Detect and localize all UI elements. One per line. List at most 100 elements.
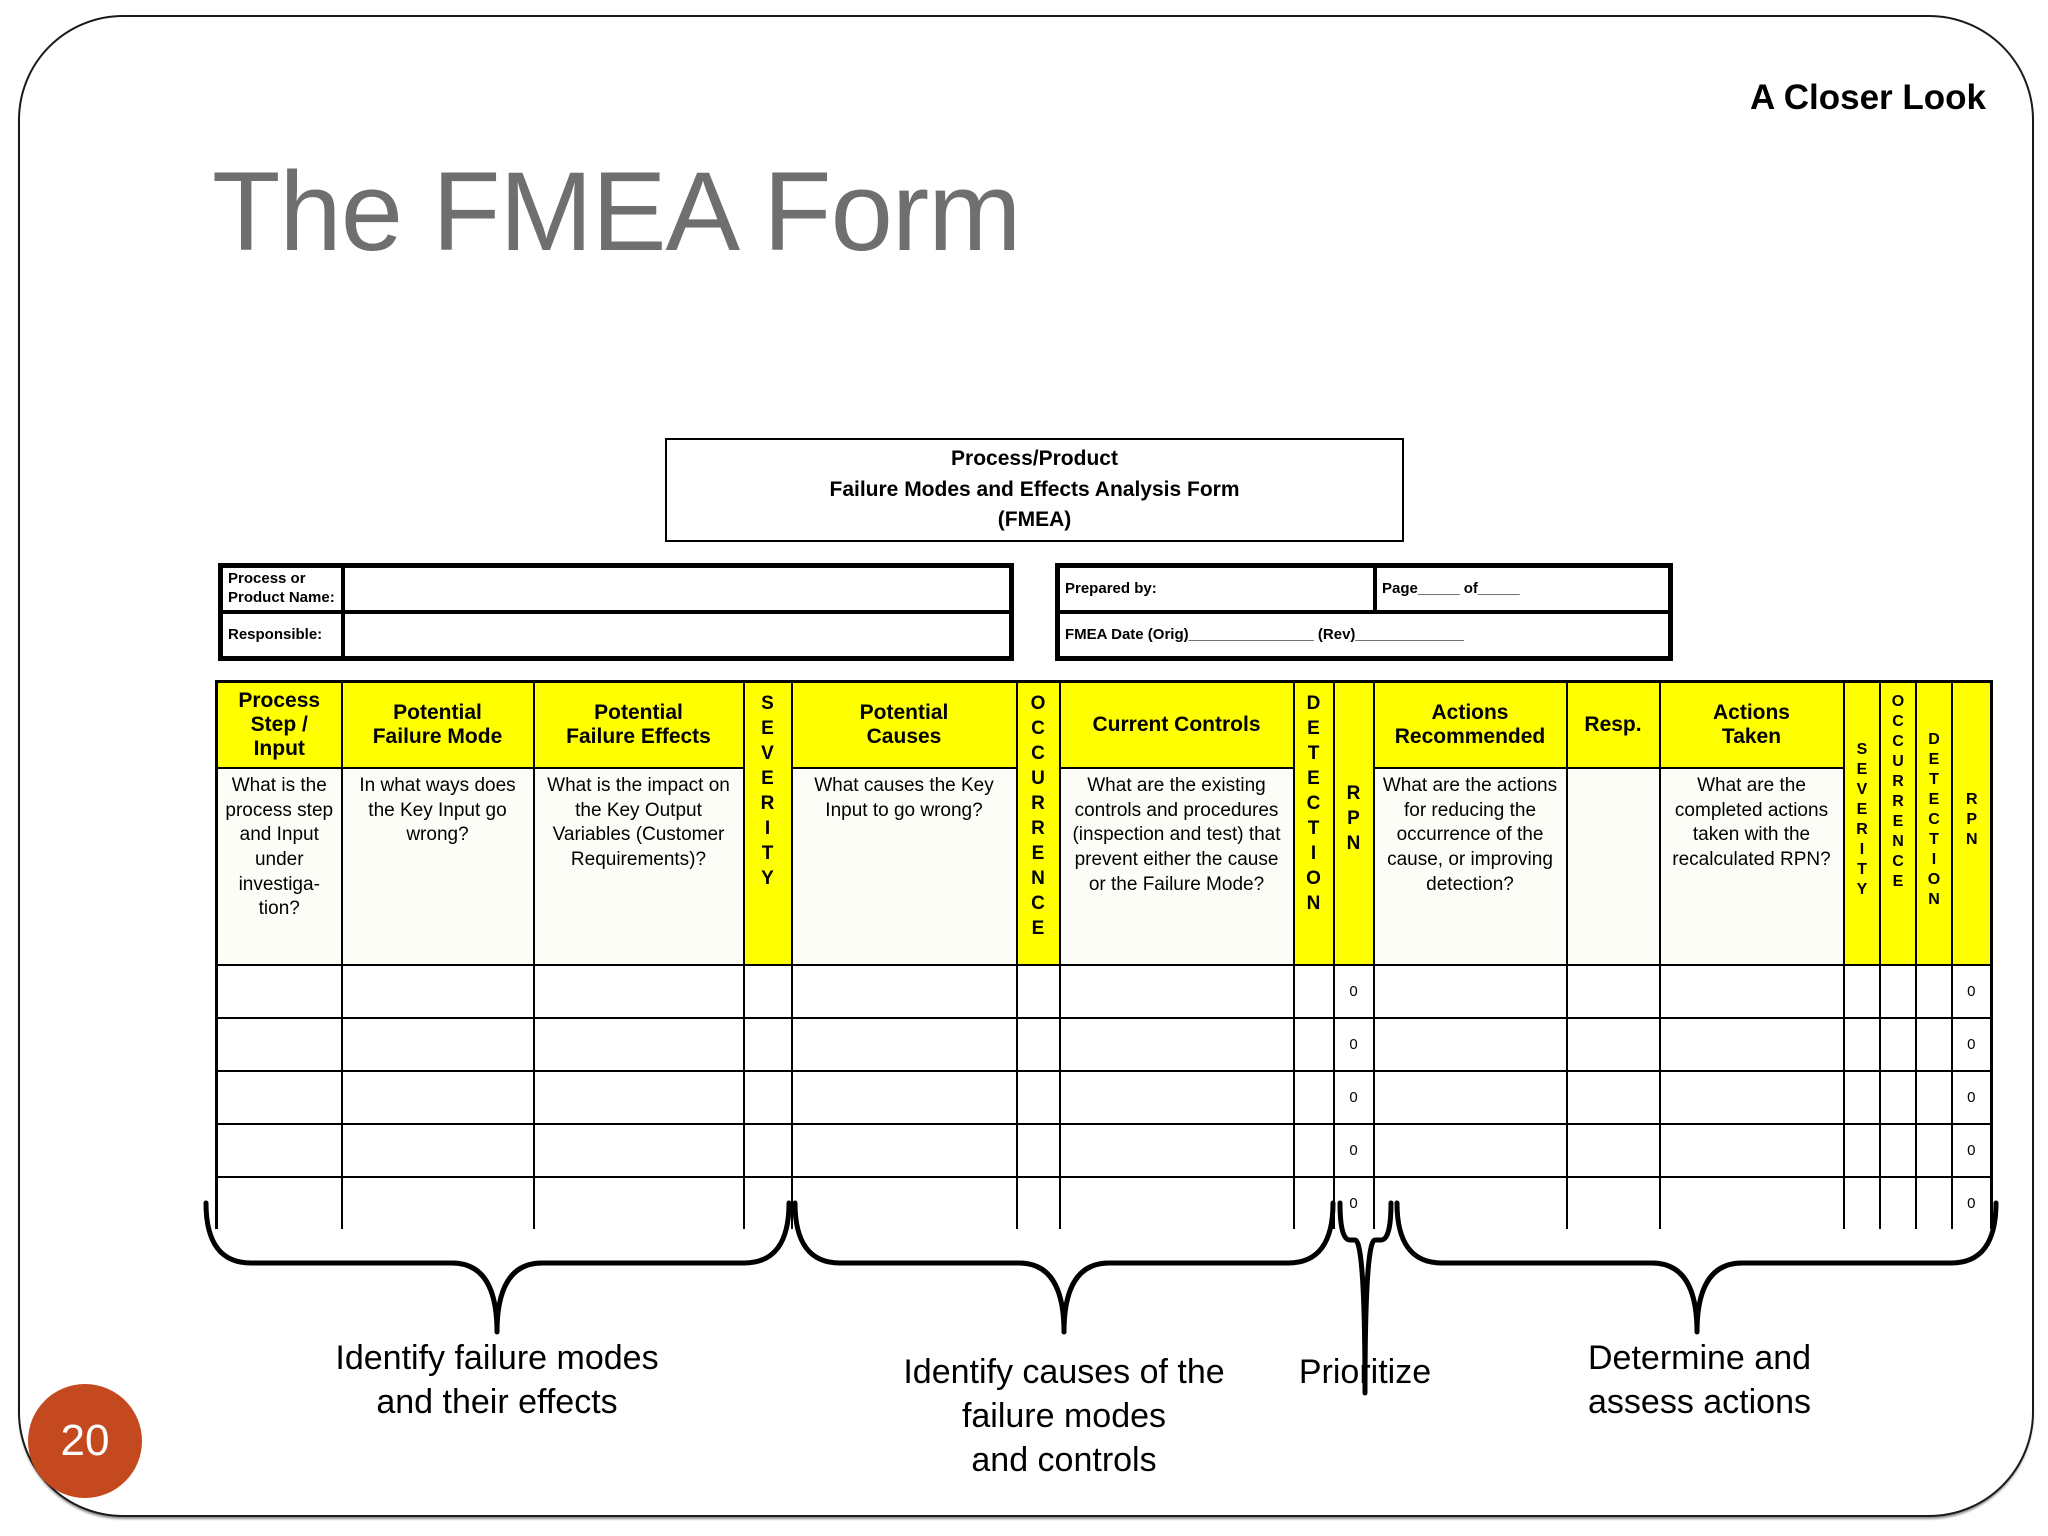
empty-cell	[532, 1176, 745, 1229]
empty-cell	[1372, 1176, 1568, 1229]
empty-cell	[742, 1017, 793, 1072]
empty-cell	[1842, 1123, 1881, 1178]
page-number-badge: 20	[28, 1384, 142, 1498]
empty-cell	[1015, 1070, 1061, 1125]
empty-cell	[532, 1123, 745, 1178]
empty-cell	[1878, 1017, 1917, 1072]
fmea-table-body: Process Step / Input Potential Failure M…	[215, 680, 1993, 1229]
empty-cell	[215, 1017, 343, 1072]
empty-cell	[1914, 1070, 1953, 1125]
annotation-failure-modes: Identify failure modes and their effects	[335, 1339, 659, 1422]
column-header-detection-recalc: DETECTION	[1914, 680, 1953, 966]
empty-cell	[1658, 1123, 1845, 1178]
column-desc-process-step: What is the process step and Input under…	[215, 767, 343, 966]
column-header-detection: DETECTION	[1292, 680, 1335, 966]
rpn-value-cell: 0	[1332, 1017, 1375, 1072]
column-desc-actions-recommended: What are the actions for reducing the oc…	[1372, 767, 1568, 966]
column-header-occurrence: OCCURRENCE	[1015, 680, 1061, 966]
page-title: The FMEA Form	[212, 149, 1021, 274]
column-desc-current-controls: What are the existing controls and proce…	[1058, 767, 1295, 966]
empty-cell	[1015, 1123, 1061, 1178]
empty-cell	[1372, 1070, 1568, 1125]
empty-cell	[1842, 1176, 1881, 1229]
column-header-potential-failure-mode: Potential Failure Mode	[340, 680, 535, 769]
empty-cell	[790, 1123, 1018, 1178]
rpn-recalc-value-cell: 0	[1950, 1070, 1993, 1125]
empty-cell	[1015, 1017, 1061, 1072]
column-header-potential-causes: Potential Causes	[790, 680, 1018, 769]
empty-cell	[1658, 1070, 1845, 1125]
empty-cell	[340, 964, 535, 1019]
empty-cell	[1565, 1070, 1661, 1125]
empty-cell	[1658, 1176, 1845, 1229]
corner-label: A Closer Look	[1750, 78, 1986, 117]
process-name-label: Process or Product Name:	[221, 566, 343, 612]
column-desc-potential-causes: What causes the Key Input to go wrong?	[790, 767, 1018, 966]
empty-cell	[1914, 964, 1953, 1019]
process-name-value	[343, 566, 1011, 612]
column-header-process-step: Process Step / Input	[215, 680, 343, 769]
empty-cell	[1565, 1123, 1661, 1178]
empty-cell	[340, 1070, 535, 1125]
prepared-info-box: Prepared by: Page_____ of_____ FMEA Date…	[1055, 563, 1673, 661]
empty-cell	[1058, 1070, 1295, 1125]
empty-cell	[1658, 964, 1845, 1019]
empty-cell	[1058, 1176, 1295, 1229]
prepared-by-label: Prepared by:	[1058, 566, 1375, 612]
column-header-current-controls: Current Controls	[1058, 680, 1295, 769]
empty-cell	[790, 1176, 1018, 1229]
column-header-severity: SEVERITY	[742, 680, 793, 966]
column-header-severity-recalc: SEVERITY	[1842, 680, 1881, 966]
page-number: 20	[60, 1416, 110, 1465]
empty-cell	[1842, 964, 1881, 1019]
empty-cell	[1058, 1017, 1295, 1072]
rpn-recalc-value-cell: 0	[1950, 1017, 1993, 1072]
empty-cell	[790, 964, 1018, 1019]
empty-cell	[215, 1123, 343, 1178]
column-header-resp: Resp.	[1565, 680, 1661, 769]
empty-cell	[1372, 1123, 1568, 1178]
empty-cell	[790, 1017, 1018, 1072]
rpn-value-cell: 0	[1332, 1070, 1375, 1125]
empty-cell	[1878, 1070, 1917, 1125]
empty-cell	[532, 1070, 745, 1125]
annotation-prioritize: Prioritize	[1298, 1353, 1432, 1391]
empty-cell	[532, 1017, 745, 1072]
responsible-label: Responsible:	[221, 612, 343, 658]
annotation-causes-controls: Identify causes of the failure modes and…	[903, 1353, 1225, 1480]
empty-cell	[1842, 1070, 1881, 1125]
empty-cell	[1565, 1176, 1661, 1229]
responsible-value	[343, 612, 1011, 658]
empty-cell	[742, 1176, 793, 1229]
empty-cell	[1015, 964, 1061, 1019]
empty-cell	[1914, 1017, 1953, 1072]
empty-cell	[340, 1017, 535, 1072]
empty-cell	[1292, 1017, 1335, 1072]
empty-cell	[1292, 1123, 1335, 1178]
table-description-row: What is the process step and Input under…	[215, 767, 1992, 966]
empty-cell	[340, 1176, 535, 1229]
column-desc-potential-failure-mode: In what ways does the Key Input go wrong…	[340, 767, 535, 966]
empty-cell	[742, 1123, 793, 1178]
rpn-recalc-value-cell: 0	[1950, 1176, 1993, 1229]
rpn-value-cell: 0	[1332, 964, 1375, 1019]
column-header-rpn-recalc: RPN	[1950, 680, 1993, 966]
annotation-actions: Determine and assess actions	[1588, 1339, 1812, 1422]
empty-cell	[1658, 1017, 1845, 1072]
table-header-row: Process Step / Input Potential Failure M…	[215, 680, 1993, 966]
empty-cell	[1292, 1176, 1335, 1229]
empty-cell	[340, 1123, 535, 1178]
fmea-date-label: FMEA Date (Orig)_______________ (Rev)___…	[1058, 612, 1670, 658]
empty-cell	[1372, 1017, 1568, 1072]
empty-cell	[1878, 1123, 1917, 1178]
column-header-actions-recommended: Actions Recommended	[1372, 680, 1568, 769]
empty-cell	[790, 1070, 1018, 1125]
column-desc-resp	[1565, 767, 1661, 966]
empty-cell	[1914, 1123, 1953, 1178]
column-header-actions-taken: Actions Taken	[1658, 680, 1845, 769]
